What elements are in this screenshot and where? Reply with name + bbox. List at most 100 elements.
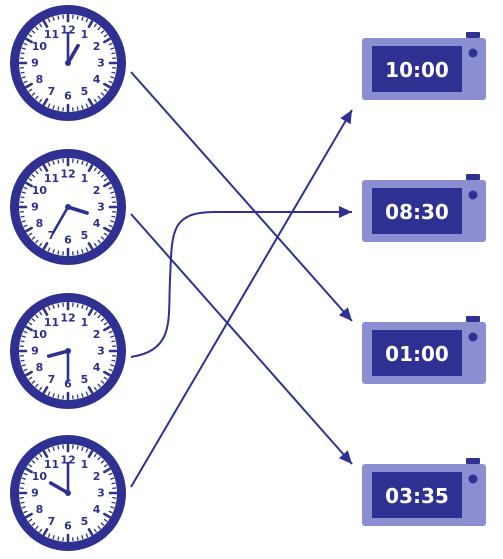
arrowhead-2 [338,450,352,464]
minute-tick [28,376,33,380]
minute-tick [111,52,116,55]
hour-tick [42,308,49,316]
clock-numeral: 1 [81,28,89,41]
minute-tick [57,15,60,20]
minute-tick [52,446,55,451]
minute-tick [110,220,115,223]
minute-tick [47,18,51,23]
minute-tick [35,525,39,530]
minute-tick [76,15,79,20]
clock-numeral: 8 [36,217,44,230]
clock-numeral: 3 [97,345,105,358]
display-time: 01:00 [385,342,449,366]
minute-tick [39,453,43,458]
clock-numeral: 11 [44,172,59,185]
minute-tick [21,76,26,79]
hour-tick [87,98,94,106]
hour-tick [42,450,49,458]
clock-numeral: 4 [93,503,101,516]
minute-tick [93,98,97,103]
minute-tick [52,160,55,165]
minute-tick [97,525,101,530]
hour-tick [25,37,33,44]
minute-tick [23,186,28,190]
minute-tick [93,242,97,247]
minute-tick [35,170,39,175]
hour-tick [87,386,94,394]
minute-tick [23,224,28,228]
clock-numeral: 5 [81,373,89,386]
minute-tick [81,16,84,21]
connector-line-3 [130,211,352,358]
clock-numeral: 11 [44,28,59,41]
minute-tick [31,318,36,322]
clock-numeral: 10 [32,470,48,483]
minute-tick [93,167,97,172]
minute-tick [97,95,101,100]
clock-numeral: 11 [44,316,59,329]
display-screen [372,188,462,234]
minute-tick [31,380,36,384]
minute-tick [108,80,113,84]
clock-numeral: 2 [93,470,101,483]
clock-numeral: 10 [32,184,48,197]
clock-numeral: 2 [93,328,101,341]
minute-tick [100,174,105,178]
minute-tick [81,535,84,540]
display-3: 01:00 [362,316,486,384]
minute-tick [31,460,36,464]
minute-tick [76,106,79,111]
arrowhead-4 [340,110,352,125]
clock-numeral: 1 [81,172,89,185]
minute-tick [103,178,108,182]
arrowhead-1 [338,307,352,321]
clock-numeral: 12 [60,24,75,37]
minute-tick [28,518,33,522]
hour-tick [103,325,111,332]
minute-tick [108,368,113,372]
hour-tick [87,450,94,458]
minute-tick [21,335,26,338]
clock-numeral: 4 [93,73,101,86]
minute-tick [100,30,105,34]
minute-tick [97,170,101,175]
minute-tick [28,322,33,326]
hour-hand [66,205,89,215]
minute-tick [21,364,26,367]
minute-tick [52,105,55,110]
clock-numeral: 7 [48,85,56,98]
minute-tick [23,330,28,334]
display-top-button [466,458,480,464]
display-indicator-light [468,474,478,484]
clock-numeral: 6 [64,234,72,247]
minute-tick [81,105,84,110]
minute-tick [111,482,116,485]
minute-tick [108,510,113,514]
clock-numeral: 6 [64,378,72,391]
minute-tick [97,456,101,461]
connector-line-4 [130,109,353,488]
minute-tick [31,30,36,34]
minute-tick [21,47,26,50]
minute-tick [23,42,28,46]
display-top-button [466,32,480,38]
hour-tick [103,370,111,377]
clock-numeral: 5 [81,515,89,528]
minute-tick [81,304,84,309]
display-screen [372,330,462,376]
minute-tick [39,23,43,28]
clock-pivot [65,348,71,354]
minute-tick [23,472,28,476]
hour-tick [87,242,94,250]
hour-tick [42,164,49,172]
hour-hand [66,43,80,65]
minute-tick [39,98,43,103]
minute-tick [20,359,25,362]
connector-layer [130,71,353,488]
minute-tick [39,311,43,316]
minute-tick [108,472,113,476]
